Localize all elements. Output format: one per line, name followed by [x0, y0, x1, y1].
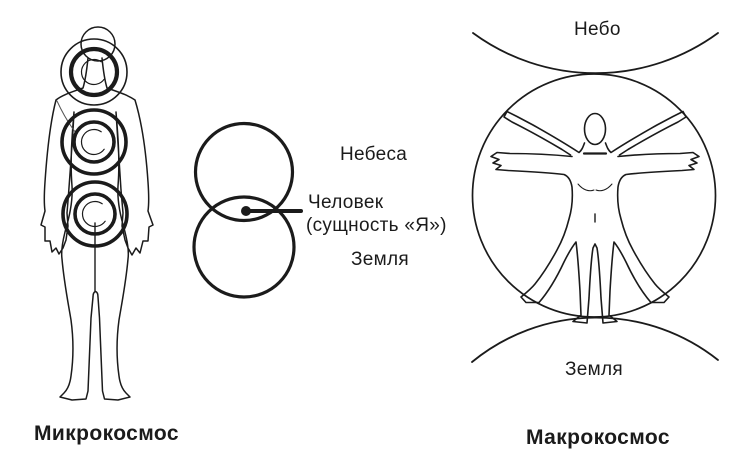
label-human-line2: (сущность «Я»)	[306, 215, 447, 236]
caption-macrocosm: Макрокосмос	[526, 426, 670, 449]
man-circle	[471, 73, 717, 318]
head-spiral-icon	[60, 38, 128, 106]
heavens-circle	[193, 121, 295, 223]
earth-arc	[471, 316, 719, 363]
label-earth-center: Земля	[351, 249, 409, 270]
figure-head	[80, 26, 116, 62]
overlapping-circles-icon	[192, 121, 303, 299]
label-heavens: Небеса	[340, 144, 408, 165]
chest-spiral-icon	[60, 108, 128, 176]
man-head	[583, 112, 607, 146]
man-body-outline	[490, 151, 700, 324]
human-silhouette-with-spirals-icon	[40, 26, 154, 401]
earth-circle	[192, 195, 296, 299]
man-raised-arm-right	[604, 110, 687, 156]
caption-microcosm: Микрокосмос	[34, 422, 179, 445]
figure-shoulder-curve	[56, 100, 77, 134]
center-dot	[241, 206, 251, 216]
vitruvian-man-in-circle-icon	[471, 32, 719, 363]
label-earth-right: Земля	[565, 359, 623, 380]
belly-spiral-icon	[61, 180, 129, 248]
figure-body-outline	[40, 57, 154, 401]
man-chest-curves	[577, 183, 613, 192]
label-sky: Небо	[574, 19, 621, 40]
man-raised-arm-left	[503, 110, 586, 156]
sky-arc	[472, 32, 719, 75]
label-human-line1: Человек	[308, 192, 384, 213]
